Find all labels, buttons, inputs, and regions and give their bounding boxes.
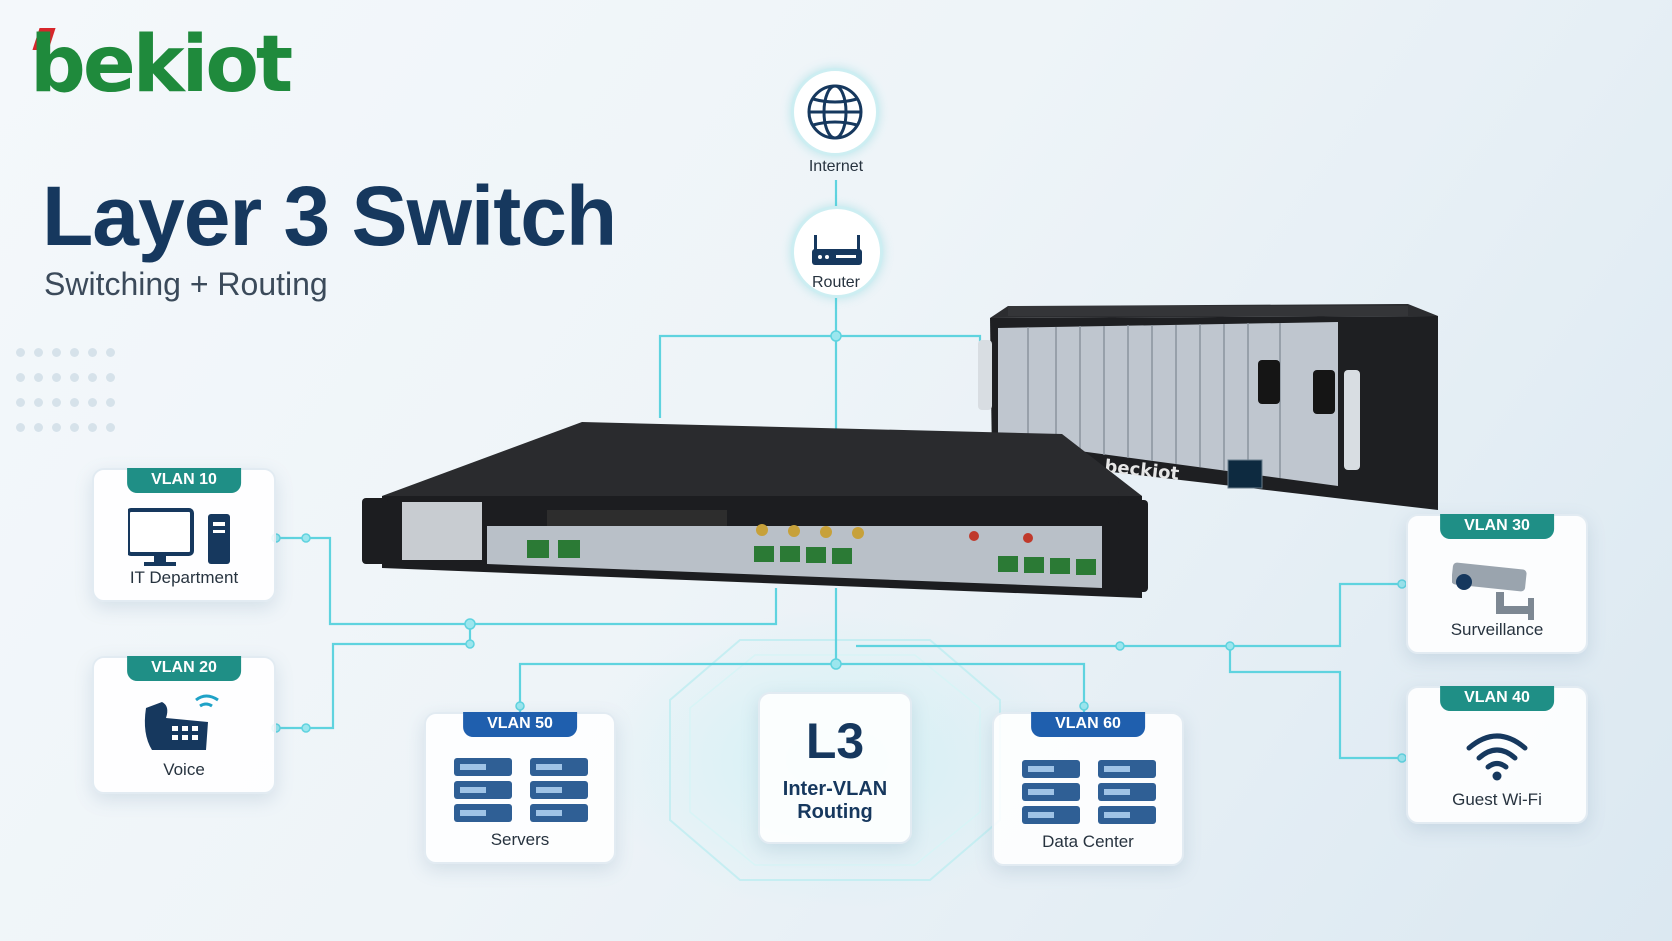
router-label: Router xyxy=(811,274,861,291)
internet-node xyxy=(791,68,879,156)
vlan-tag: VLAN 60 xyxy=(1031,712,1145,737)
decorative-dot-grid xyxy=(16,348,146,448)
l3-subtitle-line2: Routing xyxy=(797,801,873,823)
vlan-card-label: Servers xyxy=(490,830,550,849)
desktop-computer-icon xyxy=(128,508,230,566)
vlan-card-label: Guest Wi-Fi xyxy=(1452,790,1542,809)
page-subtitle: Switching + Routing xyxy=(44,266,328,302)
router-icon xyxy=(812,235,862,265)
vlan-card-label: Voice xyxy=(163,760,205,779)
vlan-card-data-center: VLAN 60 Data Center xyxy=(992,712,1184,866)
ip-phone-icon xyxy=(144,694,219,750)
layer3-switch-device xyxy=(362,422,1148,598)
vlan-card-label: Data Center xyxy=(1042,832,1134,851)
brand-logo: bekiot xyxy=(30,20,293,110)
server-rack-icon xyxy=(454,758,588,822)
vlan-tag: VLAN 20 xyxy=(127,656,241,681)
inter-vlan-routing-card: L3 Inter-VLAN Routing xyxy=(758,692,912,844)
vlan-tag: VLAN 40 xyxy=(1440,686,1554,711)
l3-heading: L3 xyxy=(805,713,865,769)
vlan-card-it-department: VLAN 10 IT Department xyxy=(92,468,276,602)
router-node xyxy=(791,206,883,298)
l3-subtitle-line1: Inter-VLAN xyxy=(782,778,888,800)
wifi-icon xyxy=(1466,733,1528,781)
page-title: Layer 3 Switch xyxy=(42,169,617,263)
vlan-tag: VLAN 50 xyxy=(463,712,577,737)
security-camera-icon xyxy=(1452,562,1534,620)
vlan-tag: VLAN 10 xyxy=(127,468,241,493)
internet-label: Internet xyxy=(808,158,864,175)
vlan-card-voice: VLAN 20 Voice xyxy=(92,656,276,794)
globe-icon xyxy=(807,84,863,140)
vlan-card-surveillance: VLAN 30 Surveillance xyxy=(1406,514,1588,654)
vlan-card-label: Surveillance xyxy=(1450,620,1544,639)
vlan-card-label: IT Department xyxy=(129,568,239,587)
server-rack-icon xyxy=(1022,760,1156,824)
vlan-tag: VLAN 30 xyxy=(1440,514,1554,539)
rack-chassis-device: beckiot xyxy=(978,304,1438,510)
vlan-card-guest-wifi: VLAN 40 Guest Wi-Fi xyxy=(1406,686,1588,824)
vlan-card-servers: VLAN 50 Servers xyxy=(424,712,616,864)
